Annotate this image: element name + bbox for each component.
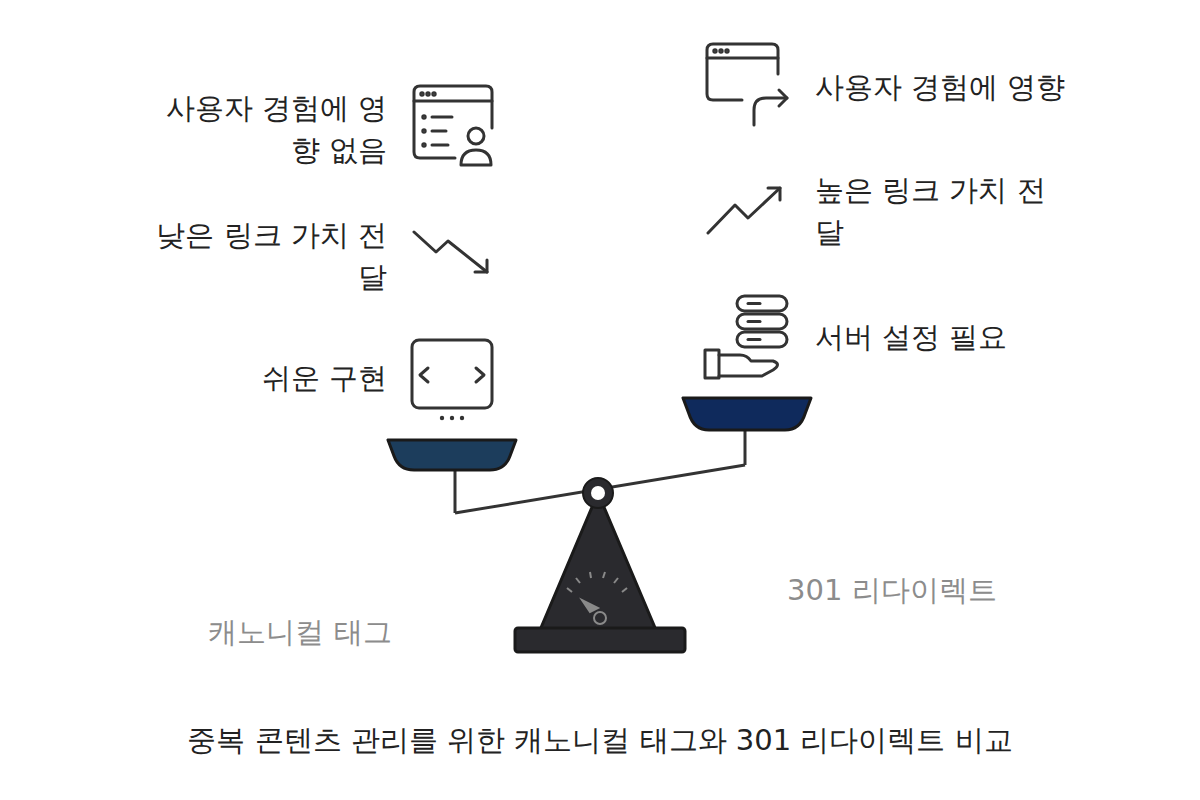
- pro-con-label: 서버 설정 필요: [815, 316, 1185, 358]
- option-name: 301 리다이렉트: [787, 569, 1167, 611]
- right-pan: [683, 398, 811, 430]
- pro-con-label: 낮은 링크 가치 전달: [155, 214, 387, 298]
- caption: 중복 콘텐츠 관리를 위한 캐노니컬 태그와 301 리다이렉트 비교: [20, 719, 1180, 761]
- server-hand-icon: [705, 296, 787, 378]
- scale-pivot: [583, 478, 613, 508]
- dots: [440, 416, 464, 420]
- scale-beam: [455, 465, 745, 513]
- pro-con-label: 쉬운 구현: [155, 357, 387, 399]
- down-trend-icon: [414, 232, 487, 272]
- scale-pivot-hole: [591, 486, 605, 500]
- up-trend-icon: [708, 188, 780, 233]
- browser-redirect-icon: [707, 44, 787, 125]
- option-name: 캐노니컬 태그: [150, 611, 450, 653]
- balance-scale: [388, 398, 811, 652]
- browser-user-icon: [414, 86, 492, 165]
- scale-gauge: [567, 572, 627, 624]
- pro-con-label: 사용자 경험에 영향: [815, 66, 1185, 108]
- left-pan: [388, 440, 516, 470]
- pro-con-label: 사용자 경험에 영향 없음: [155, 87, 387, 171]
- pro-con-label: 높은 링크 가치 전달: [815, 169, 1047, 253]
- code-screen-icon: [412, 340, 492, 408]
- scale-stand: [540, 493, 656, 630]
- scale-base: [515, 628, 685, 652]
